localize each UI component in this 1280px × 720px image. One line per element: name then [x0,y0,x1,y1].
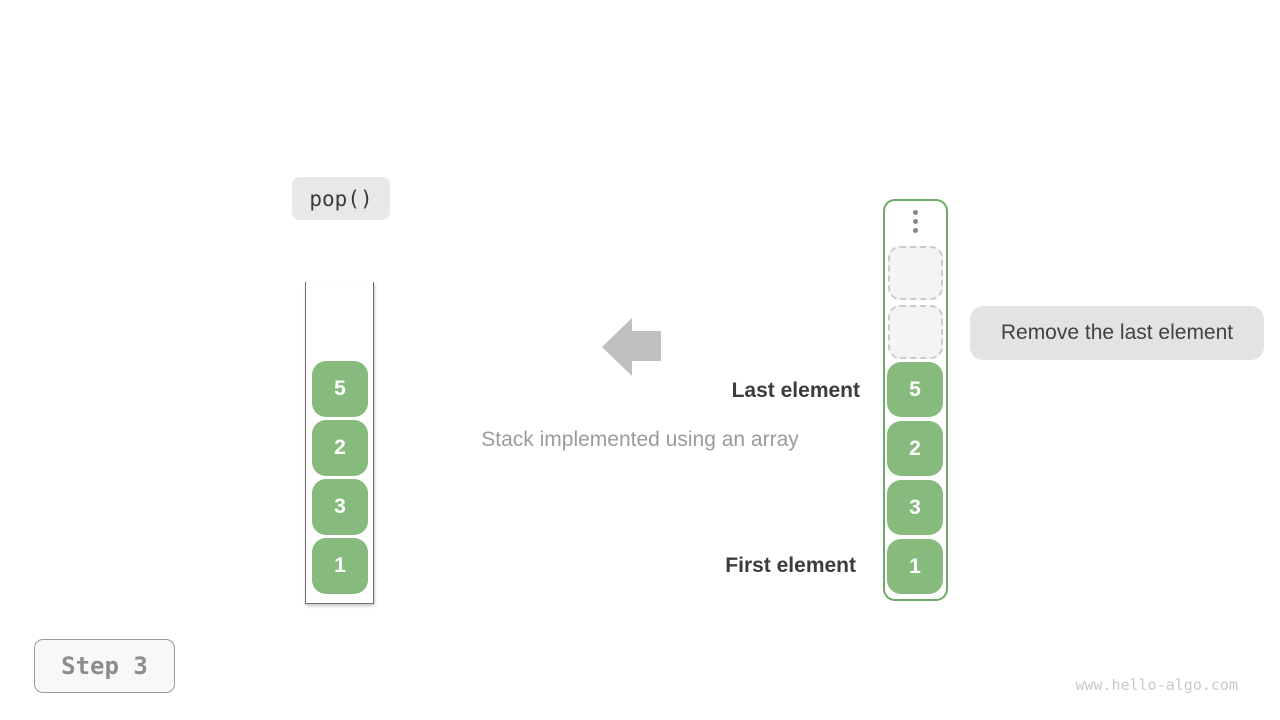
first-element-label: First element [725,554,856,577]
pop-operation-label: pop() [309,186,373,211]
arrow-left-icon [602,318,661,376]
pop-operation-badge: pop() [292,177,390,220]
diagram-caption: Stack implemented using an array [481,428,799,451]
array-cell: 2 [887,421,943,476]
stack-cell: 3 [312,479,368,535]
last-element-label: Last element [731,379,860,402]
vertical-ellipsis-icon [885,210,946,233]
empty-slot [888,246,943,300]
stack-cell: 2 [312,420,368,476]
stack-cell: 5 [312,361,368,417]
watermark: www.hello-algo.com [1075,676,1238,694]
step-label: Step 3 [61,652,148,680]
array-cell: 3 [887,480,943,535]
stack-container: 5 2 3 1 [305,282,374,604]
array-cell: 1 [887,539,943,594]
remove-note-label: Remove the last element [1000,321,1234,344]
empty-slot [888,305,943,359]
array-container: 5 2 3 1 [883,199,948,601]
stack-cell: 1 [312,538,368,594]
array-cell: 5 [887,362,943,417]
remove-note-box: Remove the last element [970,306,1264,360]
step-badge: Step 3 [34,639,175,693]
